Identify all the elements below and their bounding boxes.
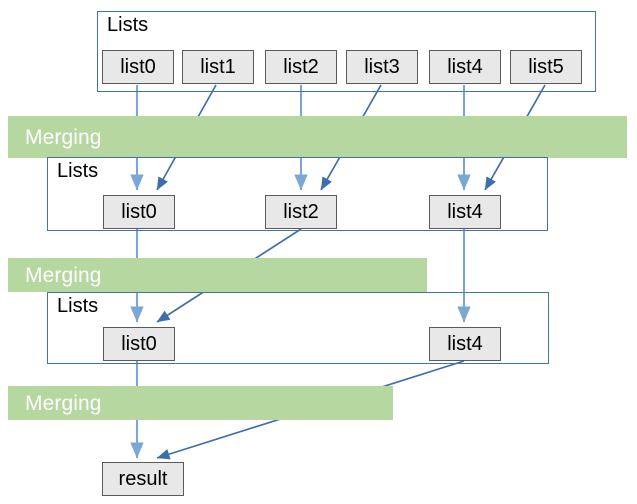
node-result[interactable]: result (102, 462, 184, 496)
node-l0-list3[interactable]: list3 (346, 50, 418, 84)
group-level-1-title: Lists (57, 160, 99, 182)
node-l0-list5[interactable]: list5 (510, 50, 582, 84)
merging-band-3: Merging (8, 386, 393, 420)
merging-band-2-label: Merging (25, 263, 102, 287)
node-l1-list4[interactable]: list4 (429, 195, 501, 229)
node-l2-list4[interactable]: list4 (429, 327, 501, 361)
node-l1-list2[interactable]: list2 (265, 195, 337, 229)
merging-band-1-label: Merging (25, 125, 102, 149)
merging-band-3-label: Merging (25, 391, 102, 415)
group-level-2-title: Lists (57, 295, 99, 317)
node-l2-list0[interactable]: list0 (103, 327, 175, 361)
node-l0-list4[interactable]: list4 (429, 50, 501, 84)
node-l0-list0[interactable]: list0 (102, 50, 174, 84)
node-l0-list2[interactable]: list2 (265, 50, 337, 84)
node-l0-list1[interactable]: list1 (182, 50, 254, 84)
node-l1-list0[interactable]: list0 (103, 195, 175, 229)
merging-band-2: Merging (8, 258, 427, 292)
group-level-0-title: Lists (107, 14, 149, 36)
merging-band-1: Merging (8, 116, 627, 158)
